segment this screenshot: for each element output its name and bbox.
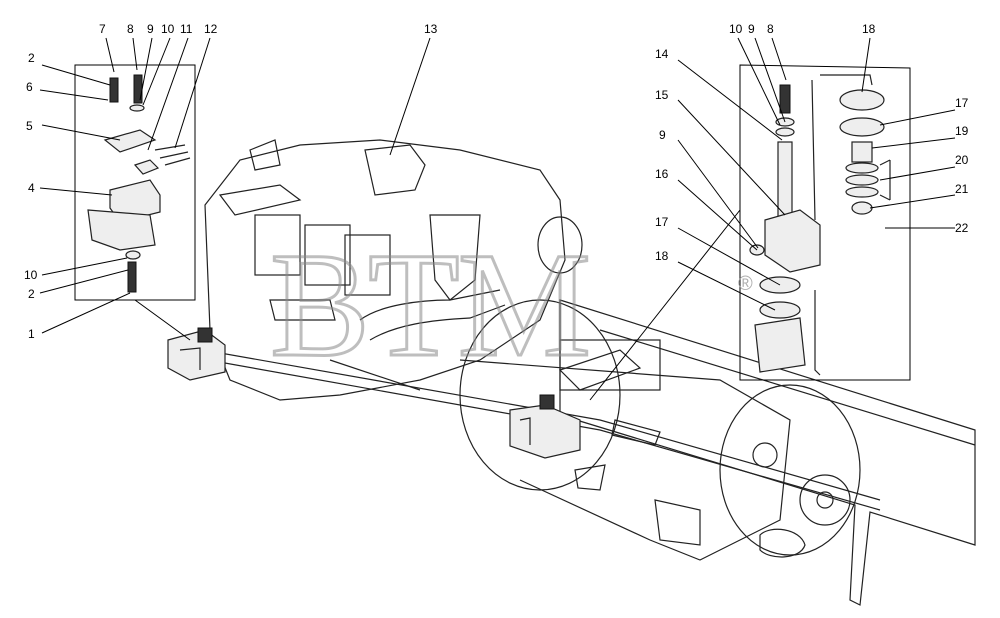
callout-1: 1 xyxy=(28,327,35,341)
callout-9: 9 xyxy=(748,22,755,36)
transmission xyxy=(459,299,861,561)
callout-10: 10 xyxy=(729,22,743,36)
left-detail-box xyxy=(74,64,196,301)
callout-16: 16 xyxy=(655,167,669,181)
callout-labels: 7 8 9 10 11 12 2 6 5 4 10 2 1 13 10 9 8 … xyxy=(24,22,969,341)
callout-21: 21 xyxy=(955,182,969,196)
callout-4: 4 xyxy=(28,181,35,195)
frame-rail xyxy=(559,299,976,606)
callout-7: 7 xyxy=(99,22,106,36)
callout-18: 18 xyxy=(862,22,876,36)
watermark-text: ВТМ xyxy=(270,222,591,388)
callout-15: 15 xyxy=(655,88,669,102)
callout-2: 2 xyxy=(28,51,35,65)
watermark-registered-mark: ® xyxy=(738,273,753,295)
leader-lines xyxy=(39,37,956,334)
callout-2: 2 xyxy=(28,287,35,301)
callout-11: 11 xyxy=(180,22,193,36)
callout-9: 9 xyxy=(147,22,154,36)
callout-17: 17 xyxy=(655,215,669,229)
callout-12: 12 xyxy=(204,22,218,36)
engine-block xyxy=(204,139,583,401)
right-detail-box xyxy=(739,64,911,381)
linkage-rods xyxy=(174,344,881,511)
callout-5: 5 xyxy=(26,119,33,133)
callout-10: 10 xyxy=(161,22,175,36)
callout-22: 22 xyxy=(955,221,969,235)
callout-9: 9 xyxy=(659,128,666,142)
callout-10: 10 xyxy=(24,268,38,282)
callout-20: 20 xyxy=(955,153,969,167)
callout-13: 13 xyxy=(424,22,438,36)
callout-18: 18 xyxy=(655,249,669,263)
connector-lines xyxy=(134,209,741,401)
front-mount-assembly xyxy=(167,327,226,381)
callout-14: 14 xyxy=(655,47,669,61)
callout-19: 19 xyxy=(955,124,969,138)
rear-mount-assembly xyxy=(509,349,661,491)
callout-6: 6 xyxy=(26,80,33,94)
callout-17: 17 xyxy=(955,96,969,110)
callout-8: 8 xyxy=(127,22,134,36)
callout-8: 8 xyxy=(767,22,774,36)
watermark: ВТМ ® xyxy=(269,221,754,390)
